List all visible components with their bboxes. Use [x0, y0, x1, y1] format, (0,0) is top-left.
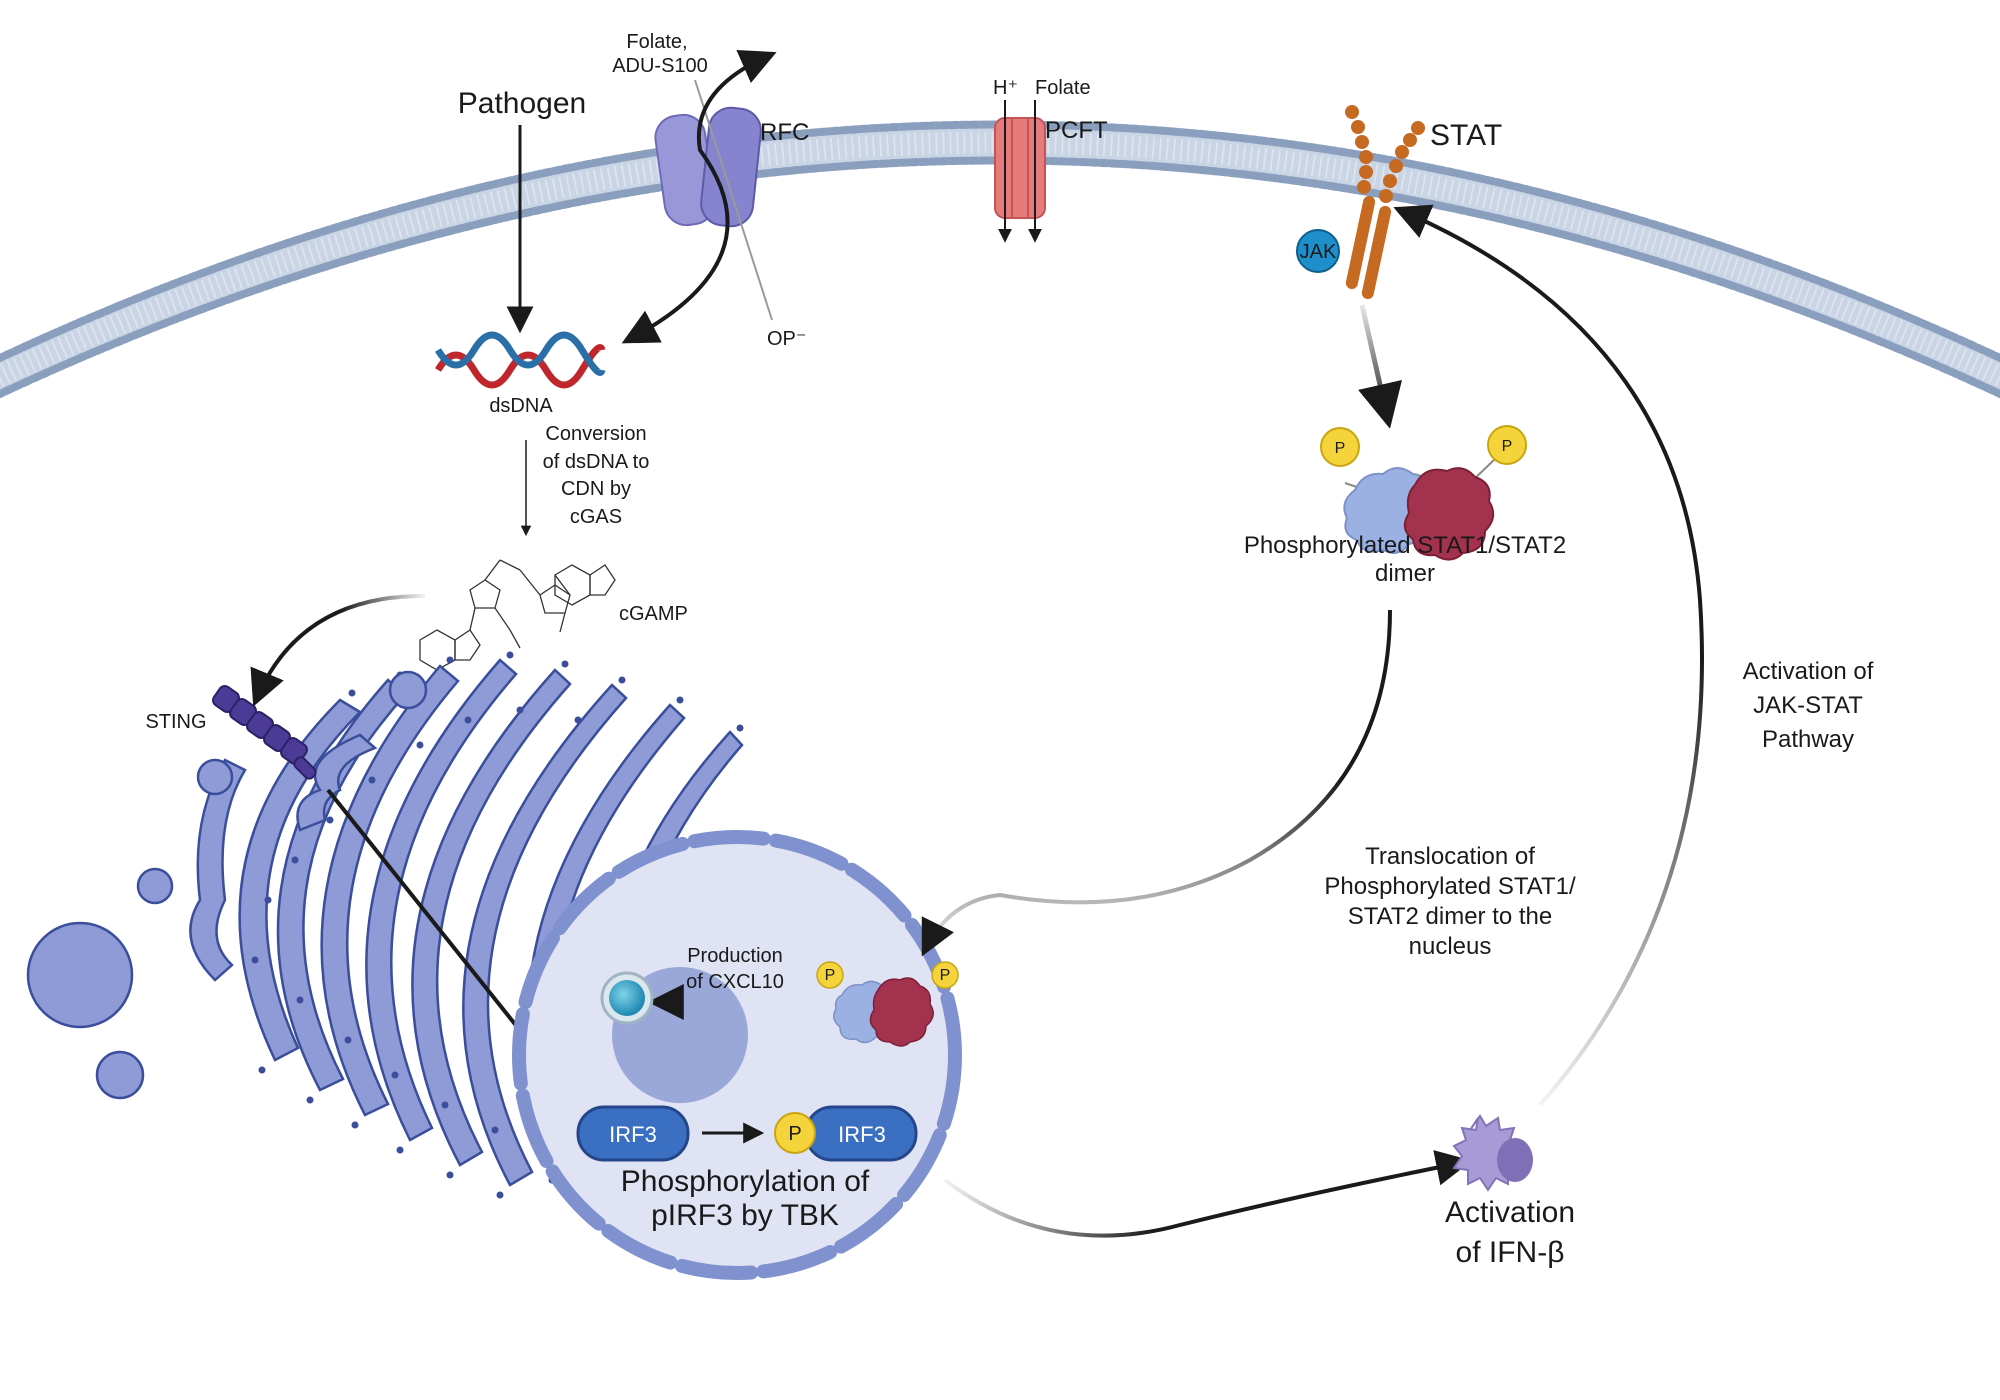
production-cxcl10-label-2: of CXCL10: [686, 971, 784, 993]
translocation-label: Translocation of: [1365, 843, 1535, 870]
cgamp-structure-icon: [419, 559, 616, 671]
cgamp-to-sting-arrow: [250, 593, 426, 707]
stat-label: STAT: [1430, 119, 1502, 152]
pirf3-pill: [774, 1105, 918, 1162]
h-plus-label: H⁺: [993, 77, 1018, 99]
nuclear-p-label: P: [940, 967, 951, 984]
pcft-label: PCFT: [1045, 117, 1108, 144]
translocation-label-3: STAT2 dimer to the: [1348, 903, 1553, 930]
pirf3-label: IRF3: [838, 1122, 886, 1147]
rfc-transport-arrow: [621, 50, 777, 344]
translocation-arrow: [921, 609, 1392, 957]
folate-label: Folate: [1035, 77, 1091, 99]
conversion-label-4: cGAS: [570, 506, 622, 528]
pcft-transporter: [994, 100, 1046, 243]
cxcl10-molecule-icon: [600, 971, 654, 1025]
phospho-badge-icon: [774, 1112, 816, 1154]
jakstat-activation-arrow: [1393, 204, 1704, 1107]
irf3-label: IRF3: [609, 1122, 657, 1147]
dsdna-label: dsDNA: [489, 395, 553, 417]
phospho-stat-dimer: [1320, 425, 1527, 561]
sting-protein-icon: [212, 685, 317, 780]
stat-receptor-left-chain: [1345, 105, 1376, 290]
conversion-label-2: of dsDNA to: [543, 451, 650, 473]
nuclear-p-label: P: [825, 967, 836, 984]
jak-icon: [1296, 229, 1340, 273]
phospho-badge-icon: [1487, 425, 1527, 465]
jak-label: JAK: [1300, 241, 1337, 263]
translocation-label-2: Phosphorylated STAT1/: [1324, 873, 1576, 900]
phospho-badge-icon: [1320, 427, 1360, 467]
phospho-p-label: P: [1335, 440, 1346, 457]
activation-jakstat-label-3: Pathway: [1762, 726, 1854, 753]
pathogen-label: Pathogen: [458, 87, 586, 120]
phospho-p-label: P: [1502, 438, 1513, 455]
activation-ifn-label-2: of IFN-β: [1456, 1236, 1565, 1269]
op-minus-label: OP⁻: [767, 328, 806, 350]
translocation-label-4: nucleus: [1409, 933, 1492, 960]
sting-label: STING: [145, 711, 206, 733]
rfc-transporter: [654, 79, 773, 321]
phospho-dimer-label: Phosphorylated STAT1/STAT2: [1244, 532, 1566, 559]
activation-jakstat-label: Activation of: [1743, 658, 1874, 685]
phospho-dimer-label-2: dimer: [1375, 560, 1435, 587]
activation-jakstat-label-2: JAK-STAT: [1753, 692, 1863, 719]
stat-receptor: [1296, 105, 1425, 300]
ifn-cell-icon: [1452, 1114, 1533, 1192]
nucleus-to-ifn-arrow: [943, 1149, 1473, 1238]
irf3-pill: [576, 1105, 690, 1162]
cgamp-label: cGAMP: [619, 603, 688, 625]
conversion-label-3: CDN by: [561, 478, 631, 500]
phosphorylation-label-2: pIRF3 by TBK: [651, 1199, 839, 1232]
production-cxcl10-label: Production: [687, 945, 783, 967]
stat-to-dimer-arrow: [1358, 304, 1403, 429]
activation-ifn-label: Activation: [1445, 1196, 1575, 1229]
phosphorylation-label: Phosphorylation of: [621, 1165, 870, 1198]
ribosomes: [251, 651, 744, 1199]
rfc-label: RFC: [760, 119, 809, 146]
dsdna-icon: [434, 331, 606, 389]
folate-adu-label-2: ADU-S100: [612, 55, 708, 77]
vesicles: [26, 670, 428, 1100]
folate-adu-label: Folate,: [626, 31, 687, 53]
nuclear-stat-dimer: [816, 961, 959, 1047]
pirf3-p-label: P: [788, 1123, 801, 1145]
conversion-label: Conversion: [545, 423, 646, 445]
stat-receptor-right-chain: [1361, 121, 1425, 300]
